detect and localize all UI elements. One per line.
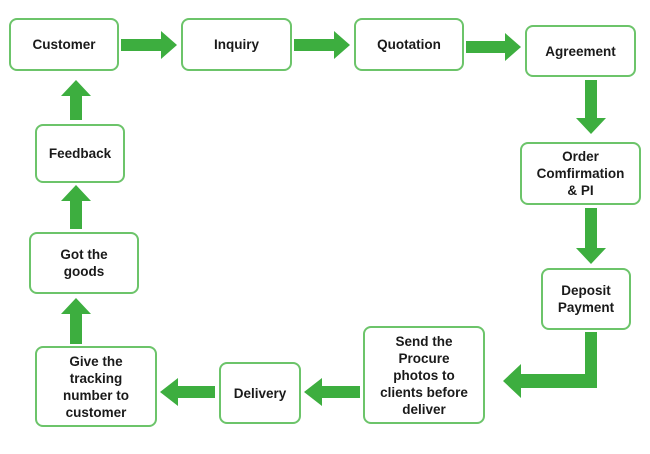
step-agreement-label: Agreement	[545, 43, 616, 59]
step-delivery: Delivery	[219, 362, 301, 424]
arrow-tracking-to-got-goods	[61, 298, 91, 344]
step-order-confirmation: Order Comfirmation & PI	[520, 142, 641, 205]
step-order-confirmation-label: Order Comfirmation & PI	[536, 149, 625, 198]
arrow-order-to-deposit	[576, 208, 606, 264]
step-got-goods: Got the goods	[29, 232, 139, 294]
step-agreement: Agreement	[525, 25, 636, 77]
arrow-quotation-to-agreement	[466, 33, 521, 61]
arrow-customer-to-inquiry	[121, 31, 177, 59]
arrow-feedback-to-customer	[61, 80, 91, 120]
arrow-delivery-to-tracking	[160, 378, 215, 406]
step-deposit-payment: Deposit Payment	[541, 268, 631, 330]
step-quotation: Quotation	[354, 18, 464, 71]
step-inquiry: Inquiry	[181, 18, 292, 71]
step-inquiry-label: Inquiry	[213, 37, 259, 52]
step-send-photos: Send the Procure photos to clients befor…	[363, 326, 485, 424]
step-quotation-label: Quotation	[377, 37, 441, 52]
arrow-got-goods-to-feedback	[61, 185, 91, 229]
arrow-send-photos-to-delivery	[304, 378, 360, 406]
arrow-deposit-to-send-photos	[503, 332, 597, 398]
arrow-agreement-to-order	[576, 80, 606, 134]
step-delivery-label: Delivery	[233, 385, 287, 401]
step-send-photos-label: Send the Procure photos to clients befor…	[380, 333, 468, 417]
step-tracking-number-label: Give the tracking number to customer	[63, 353, 129, 420]
arrow-inquiry-to-quotation	[294, 31, 350, 59]
step-customer: Customer	[9, 18, 119, 71]
step-customer-label: Customer	[32, 37, 96, 52]
step-feedback: Feedback	[35, 124, 125, 183]
step-feedback-label: Feedback	[48, 146, 112, 161]
step-deposit-payment-label: Deposit Payment	[557, 283, 615, 315]
step-got-goods-label: Got the goods	[60, 247, 108, 279]
step-tracking-number: Give the tracking number to customer	[35, 346, 157, 427]
